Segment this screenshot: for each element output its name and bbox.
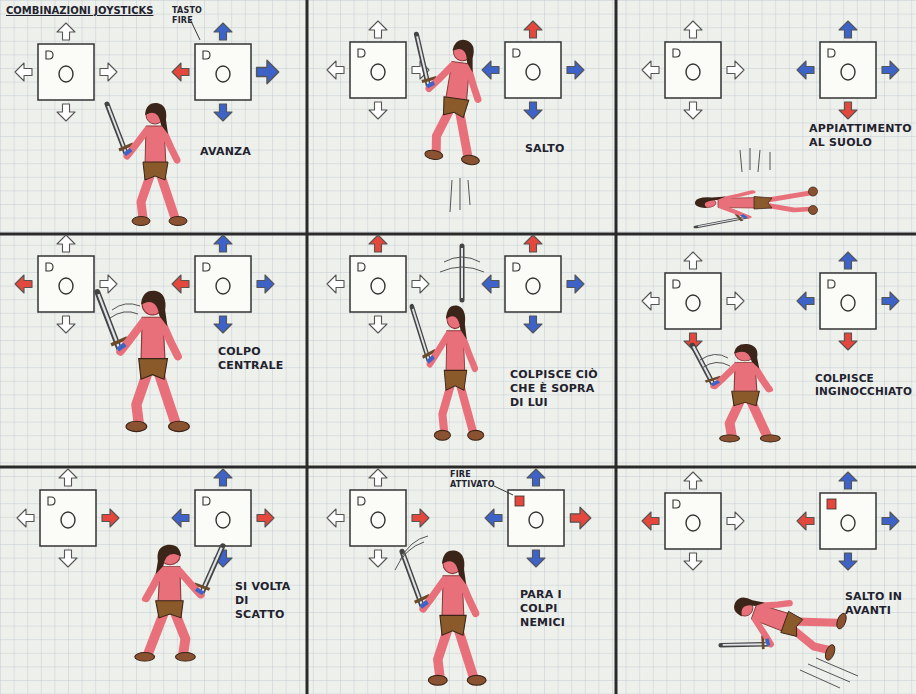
move-panel: APPIATTIMENTO AL SUOLO xyxy=(616,0,916,234)
move-panel: SALTO IN AVANTI xyxy=(616,467,916,694)
move-panel: SALTO xyxy=(307,0,616,234)
move-panel: TASTO FIRE AVANZA xyxy=(0,0,307,234)
move-caption: SI VOLTA DI SCATTO xyxy=(235,580,301,621)
move-caption: PARA I COLPI NEMICI xyxy=(520,588,596,629)
move-panel: COLPO CENTRALE xyxy=(0,234,307,467)
move-caption: SALTO xyxy=(525,142,595,156)
move-caption: SALTO IN AVANTI xyxy=(845,590,911,618)
move-caption: APPIATTIMENTO AL SUOLO xyxy=(809,122,912,150)
callout-label: FIRE ATTIVATO xyxy=(450,470,500,490)
move-panel: COLPISCE INGINOCCHIATO xyxy=(616,234,916,467)
move-caption: COLPISCE INGINOCCHIATO xyxy=(815,372,912,398)
move-caption: COLPO CENTRALE xyxy=(218,345,298,373)
move-panel: SI VOLTA DI SCATTO xyxy=(0,467,307,694)
move-panel: COLPISCE CIÒ CHE È SOPRA DI LUI xyxy=(307,234,616,467)
title: COMBINAZIONI JOYSTICKS xyxy=(6,5,153,16)
move-caption: COLPISCE CIÒ CHE È SOPRA DI LUI xyxy=(510,368,606,409)
move-panel: FIRE ATTIVATO PARA I COLPI NEMICI xyxy=(307,467,616,694)
callout-label: TASTO FIRE xyxy=(172,6,224,26)
move-caption: AVANZA xyxy=(200,145,270,159)
